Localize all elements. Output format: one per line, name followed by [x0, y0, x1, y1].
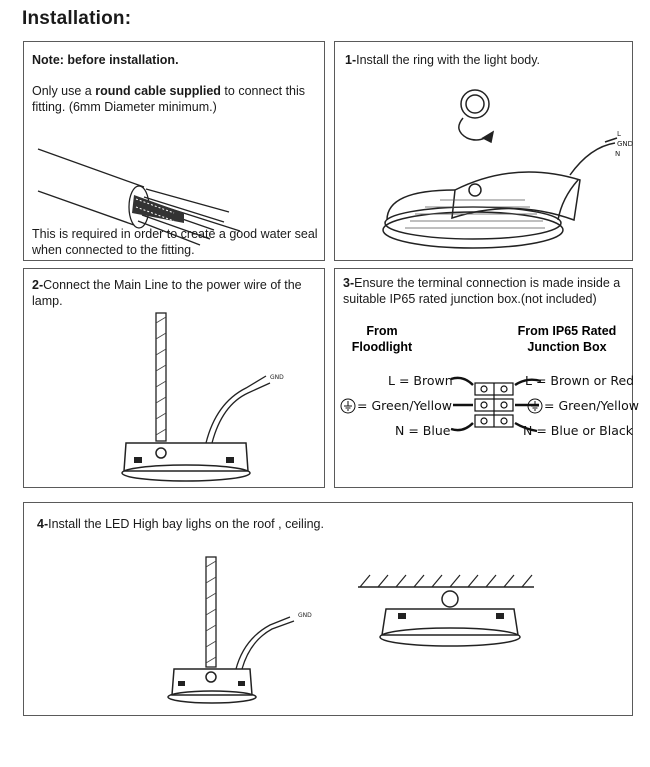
left-label-n: N = Blue — [395, 423, 451, 438]
step4-panel: 4-Install the LED High bay lighs on the … — [23, 502, 633, 716]
note-text-pre: Only use a — [32, 84, 96, 98]
right-label-l: L = Brown or Red — [525, 373, 634, 388]
step3-panel: 3-Ensure the terminal connection is made… — [334, 268, 639, 488]
step2-panel: 2-Connect the Main Line to the power wir… — [23, 268, 325, 488]
step4-label: Install the LED High bay lighs on the ro… — [48, 517, 324, 531]
left-label-gnd: = Green/Yellow — [357, 398, 452, 413]
note-text-bold: round cable supplied — [95, 84, 221, 98]
note-heading: Note: before installation. — [32, 53, 179, 67]
wiring-diagram: From Floodlight From IP65 Rated Junction… — [340, 324, 639, 438]
left-header-2: Floodlight — [352, 340, 413, 354]
note-text: Only use a round cable supplied to conne… — [32, 83, 322, 115]
step2-illustration: GND — [121, 312, 284, 482]
step2-gnd: GND — [270, 374, 284, 381]
step2-label: Connect the Main Line to the power wire … — [32, 278, 302, 308]
right-header-2: Junction Box — [527, 340, 606, 354]
step1-number: 1- — [345, 53, 357, 67]
step1-text: 1-Install the ring with the light body. — [345, 52, 540, 68]
step2-number: 2- — [32, 278, 44, 292]
round-cable-illustration — [37, 148, 241, 246]
step3-number: 3- — [343, 276, 355, 290]
left-header-1: From — [366, 324, 397, 338]
step1-wire-gnd: GND — [617, 140, 633, 148]
step1-wire-n: N — [615, 150, 620, 158]
step1-label: Install the ring with the light body. — [356, 53, 541, 67]
step3-text: 3-Ensure the terminal connection is made… — [343, 275, 628, 307]
left-label-l: L = Brown — [388, 373, 453, 388]
step4-number: 4- — [37, 517, 49, 531]
step4-gnd: GND — [298, 612, 312, 619]
step1-panel: 1-Install the ring with the light body. … — [334, 41, 633, 261]
step1-wire-l: L — [617, 130, 621, 138]
step4-ceiling-illustration — [358, 574, 534, 647]
step1-illustration: L GND N — [382, 89, 633, 249]
step2-text: 2-Connect the Main Line to the power wir… — [32, 277, 314, 309]
right-header-1: From IP65 Rated — [518, 324, 617, 338]
note-text-post: to connect this fitting. (6mm Diameter m… — [32, 84, 306, 114]
step4-text: 4-Install the LED High bay lighs on the … — [37, 516, 324, 532]
note-footer: This is required in order to create a go… — [32, 227, 318, 257]
step2-cable — [155, 312, 167, 442]
right-label-gnd: = Green/Yellow — [544, 398, 639, 413]
page-title: Installation: — [22, 8, 132, 29]
right-label-n: N = Blue or Black — [523, 423, 634, 438]
step3-label: Ensure the terminal connection is made i… — [343, 276, 621, 306]
terminal-block — [450, 376, 542, 433]
ground-icon — [340, 398, 356, 414]
step4-pendant-illustration: GND — [167, 556, 312, 704]
note-panel: Note: before installation. Only use a ro… — [23, 41, 325, 261]
